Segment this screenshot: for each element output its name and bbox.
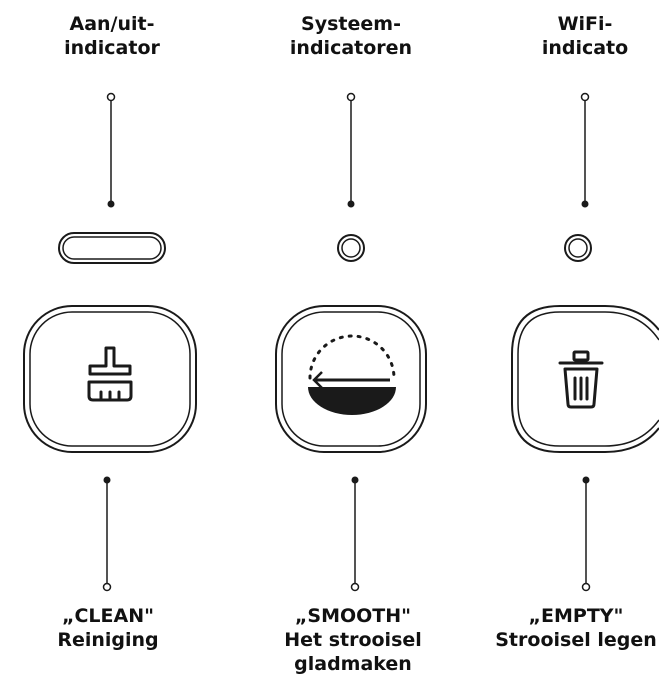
label-system-indicators-line1: Systeem- — [301, 13, 401, 35]
brush-icon — [87, 346, 133, 402]
smooth-litter-icon — [308, 334, 396, 415]
label-empty: „EMPTY" Strooisel legen — [476, 604, 659, 652]
system-indicator-dot — [337, 234, 365, 262]
wifi-indicator-dot — [564, 234, 592, 262]
label-power-indicator-line2: indicator — [64, 37, 160, 59]
label-clean: „CLEAN" Reiniging — [8, 604, 208, 652]
label-clean-line1: „CLEAN" — [61, 605, 155, 627]
callout-power-indicator — [106, 92, 116, 208]
label-system-indicators-line2: indicatoren — [289, 37, 413, 59]
callout-system-indicators — [346, 92, 356, 208]
label-clean-line2: Reiniging — [57, 629, 159, 651]
label-smooth-line2: Het strooisel — [284, 629, 422, 651]
label-smooth: „SMOOTH" Het strooisel gladmaken — [253, 604, 453, 676]
power-indicator-pill — [58, 232, 166, 264]
clean-button[interactable] — [23, 305, 197, 453]
label-smooth-line3: gladmaken — [294, 653, 412, 675]
smooth-button[interactable] — [275, 305, 427, 453]
label-power-indicator: Aan/uit- indicator — [12, 12, 212, 60]
callout-wifi-indicator — [580, 92, 590, 208]
callout-empty — [581, 476, 591, 592]
label-system-indicators: Systeem- indicatoren — [251, 12, 451, 60]
label-wifi-indicator-line2: indicato — [541, 37, 629, 59]
empty-button[interactable] — [511, 305, 659, 453]
trash-icon — [558, 350, 604, 409]
label-empty-line2: Strooisel legen — [495, 629, 657, 651]
label-empty-line1: „EMPTY" — [528, 605, 624, 627]
label-wifi-indicator: WiFi- indicato — [485, 12, 659, 60]
callout-clean — [102, 476, 112, 592]
callout-smooth — [350, 476, 360, 592]
label-smooth-line1: „SMOOTH" — [294, 605, 412, 627]
label-power-indicator-line1: Aan/uit- — [69, 13, 155, 35]
label-wifi-indicator-line1: WiFi- — [557, 13, 613, 35]
